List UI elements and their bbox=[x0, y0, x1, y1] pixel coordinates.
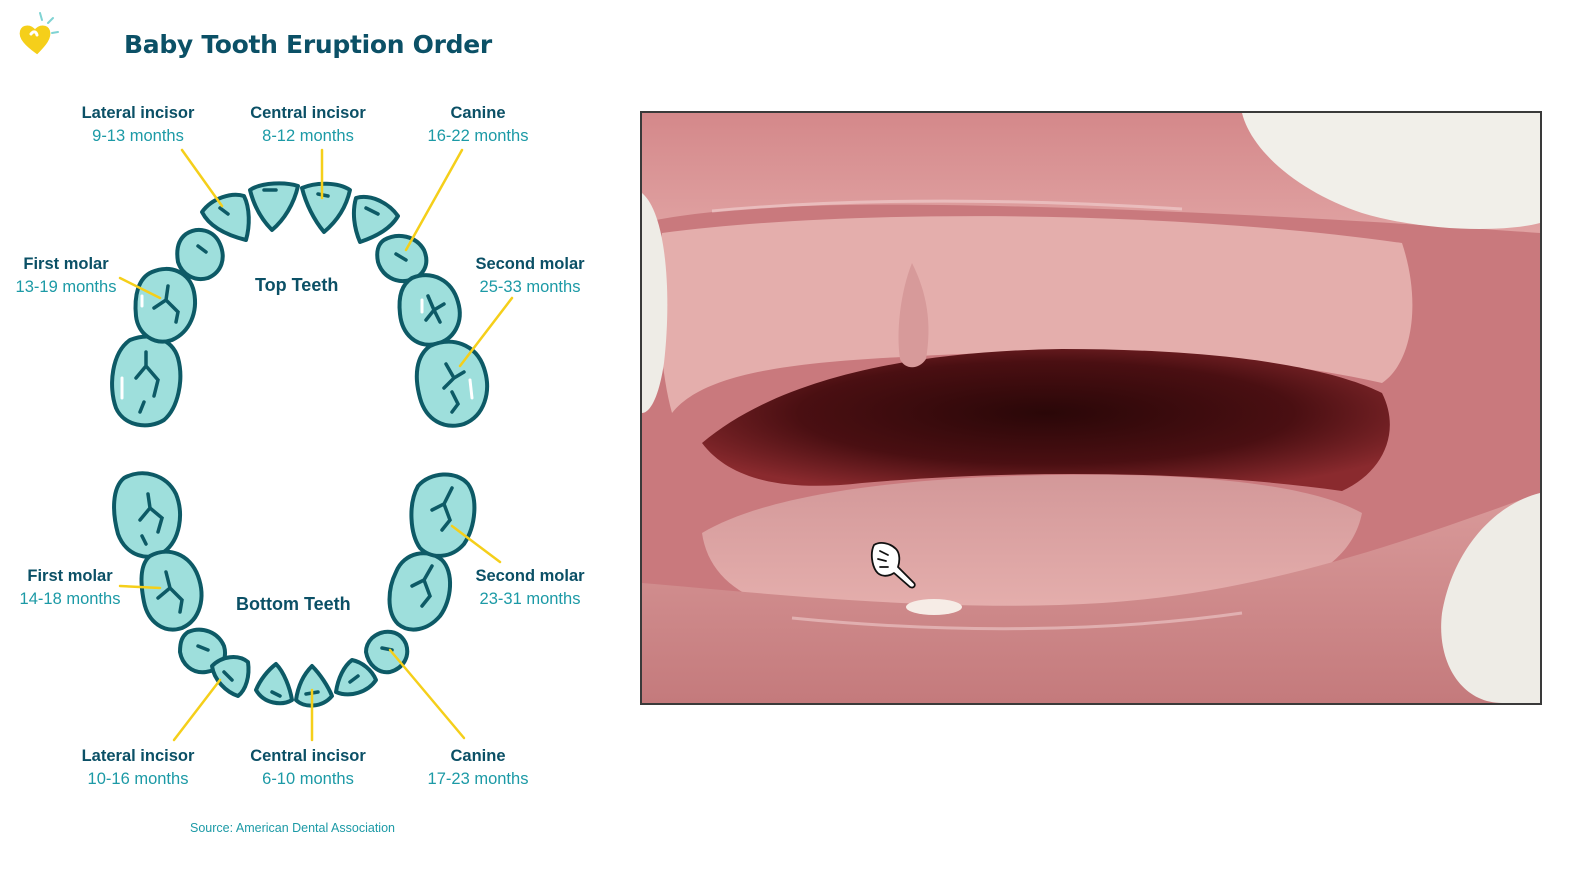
top-arch-highlights bbox=[120, 294, 474, 400]
label-bottom-central-incisor: Central incisor 6-10 months bbox=[250, 747, 366, 788]
label-top-central-incisor: Central incisor 8-12 months bbox=[250, 104, 366, 145]
label-bottom-lateral-incisor: Lateral incisor 10-16 months bbox=[81, 747, 195, 788]
upper-frenulum bbox=[898, 263, 929, 368]
glove-bottom-right bbox=[1441, 493, 1540, 703]
tooth-bottom-right-second-molar bbox=[409, 472, 477, 558]
label-top-second-molar: Second molar 25-33 months bbox=[475, 255, 585, 296]
diagram-title: Baby Tooth Eruption Order bbox=[124, 30, 492, 59]
label-top-lateral-incisor: Lateral incisor 9-13 months bbox=[81, 104, 195, 145]
glove-left bbox=[642, 193, 668, 413]
pointing-hand-icon bbox=[870, 542, 916, 589]
tooth-eruption-diagram: Baby Tooth Eruption Order Top Teeth Bott… bbox=[0, 0, 620, 870]
mouth-cavity bbox=[702, 349, 1390, 491]
tooth-bottom-right-first-molar bbox=[387, 551, 453, 632]
label-bottom-second-molar: Second molar 23-31 months bbox=[475, 567, 585, 608]
heart-logo-icon bbox=[19, 12, 59, 55]
tooth-top-left-second-molar bbox=[110, 334, 183, 428]
label-bottom-first-molar: First molar 14-18 months bbox=[19, 567, 121, 608]
tooth-top-left-lateral-incisor bbox=[200, 192, 251, 242]
tooth-bottom-right-central-incisor bbox=[294, 664, 334, 708]
label-bottom-canine: Canine 17-23 months bbox=[427, 747, 529, 788]
glove-top-right bbox=[1242, 113, 1540, 229]
label-top-canine: Canine 16-22 months bbox=[427, 104, 529, 145]
tooth-bottom-left-central-incisor bbox=[254, 662, 294, 706]
upper-gum bbox=[658, 216, 1413, 413]
tongue bbox=[702, 474, 1362, 620]
leader-lines bbox=[118, 148, 514, 742]
lower-lip bbox=[642, 493, 1540, 703]
top-teeth-label: Top Teeth bbox=[255, 275, 339, 295]
bottom-teeth-label: Bottom Teeth bbox=[236, 594, 351, 614]
tooth-bottom-left-canine bbox=[178, 627, 227, 675]
infant-mouth-photo bbox=[640, 111, 1542, 705]
erupting-tooth bbox=[906, 599, 962, 615]
top-arch bbox=[110, 181, 490, 428]
tooth-top-right-central-incisor bbox=[300, 181, 352, 234]
tooth-top-left-first-molar bbox=[133, 266, 197, 344]
tooth-bottom-right-canine bbox=[364, 629, 410, 675]
teeth-chart bbox=[19, 12, 514, 742]
source-caption: Source: American Dental Association bbox=[190, 821, 395, 835]
tooth-top-left-canine bbox=[175, 227, 225, 281]
tooth-top-left-central-incisor bbox=[248, 181, 300, 232]
tooth-top-right-first-molar bbox=[397, 273, 462, 347]
bottom-arch-details bbox=[138, 486, 454, 698]
infant-mouth-illustration bbox=[642, 113, 1540, 703]
label-top-first-molar: First molar 13-19 months bbox=[15, 255, 117, 296]
top-arch-details bbox=[134, 188, 466, 414]
